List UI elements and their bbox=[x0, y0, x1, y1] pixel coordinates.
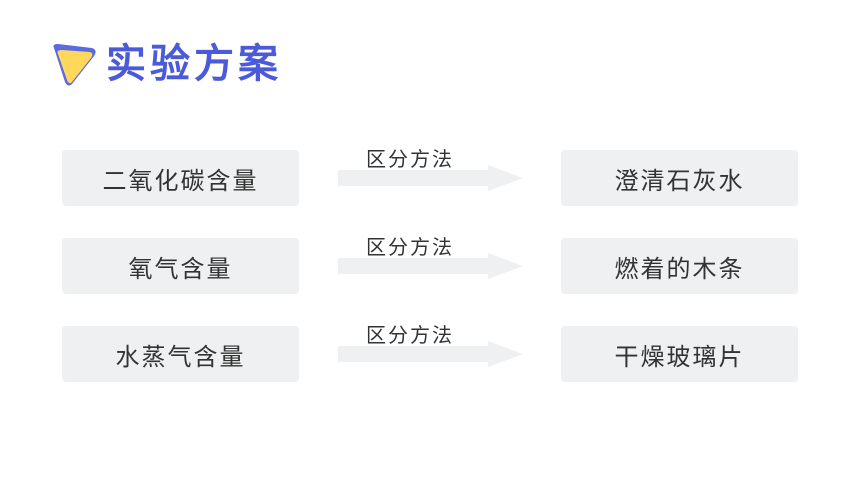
left-item-oxygen: 氧气含量 bbox=[62, 238, 299, 294]
method-label-3: 区分方法 bbox=[366, 323, 454, 347]
play-triangle-icon bbox=[53, 44, 96, 86]
right-item-glass-plate: 干燥玻璃片 bbox=[561, 326, 798, 382]
right-item-limewater: 澄清石灰水 bbox=[561, 150, 798, 206]
left-item-water-vapor: 水蒸气含量 bbox=[62, 326, 299, 382]
method-label-2: 区分方法 bbox=[366, 235, 454, 259]
right-arrow-icon bbox=[338, 341, 523, 367]
left-item-co2: 二氧化碳含量 bbox=[62, 150, 299, 206]
method-label-1: 区分方法 bbox=[366, 147, 454, 171]
right-arrow-icon bbox=[338, 165, 523, 191]
page-title: 实验方案 bbox=[106, 41, 282, 87]
right-arrow-icon bbox=[338, 253, 523, 279]
right-item-burning-stick: 燃着的木条 bbox=[561, 238, 798, 294]
